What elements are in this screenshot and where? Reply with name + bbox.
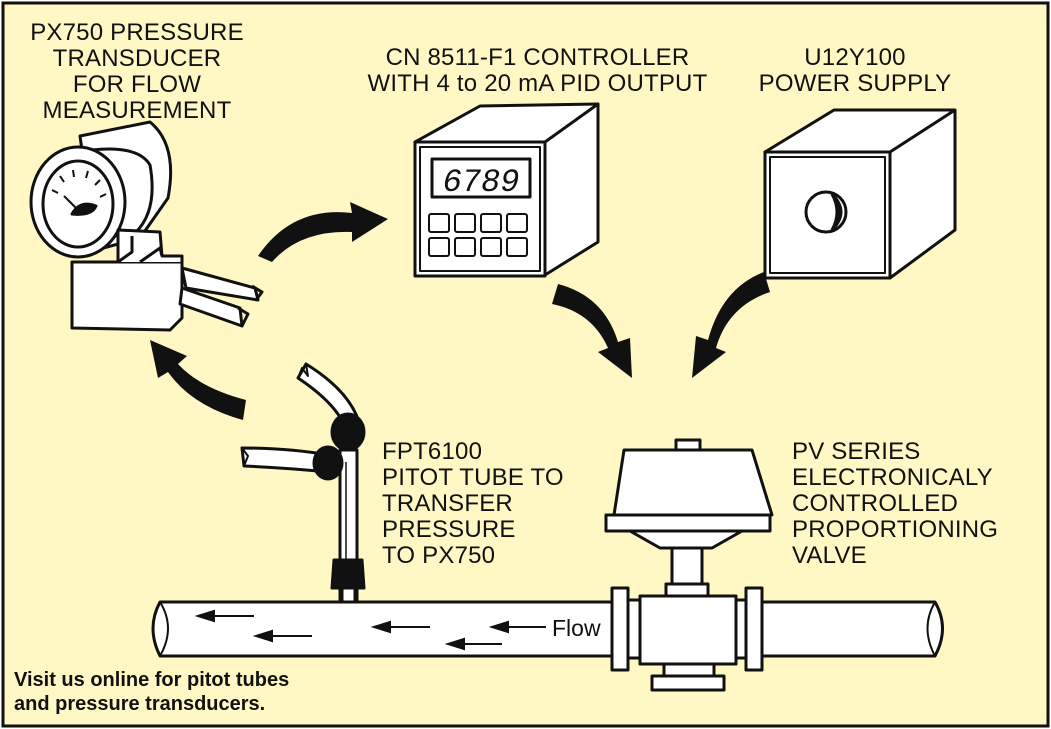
label-power-supply-line: POWER SUPPLY (758, 70, 952, 97)
arrow-transducer-to-controller (258, 202, 388, 262)
label-pitot-tube-line: TO PX750 (382, 542, 496, 569)
label-pitot-tube-line: PITOT TUBE TO (382, 464, 564, 491)
label-controller: CN 8511-F1 CONTROLLER WITH 4 to 20 mA PI… (340, 45, 735, 97)
valve-illustration (604, 438, 774, 600)
arrow-power-to-valve (692, 272, 770, 378)
label-valve-line: ELECTRONICALY (792, 464, 993, 491)
valve-body (638, 594, 738, 666)
footer-note-line: and pressure transducers. (14, 693, 266, 715)
pipe-illustration (151, 586, 944, 692)
controller-illustration: 6789 (413, 102, 600, 278)
pipe-flow-arrows (194, 609, 546, 651)
flow-arrows (150, 202, 770, 420)
label-valve-line: VALVE (792, 542, 867, 569)
label-pitot-tube-line: FPT6100 (382, 438, 483, 465)
label-valve: PV SERIES ELECTRONICALY CONTROLLED PROPO… (792, 439, 998, 569)
label-power-supply: U12Y100 POWER SUPPLY (735, 45, 975, 97)
label-power-supply-line: U12Y100 (804, 44, 906, 71)
pipe-body (151, 600, 944, 658)
label-valve-line: PV SERIES (792, 438, 921, 465)
label-controller-line: CN 8511-F1 CONTROLLER (385, 44, 690, 71)
pressure-transducer-illustration (29, 120, 264, 332)
controller-display-window (430, 157, 532, 199)
label-transducer-line: MEASUREMENT (42, 97, 232, 124)
label-transducer-line: PX750 PRESSURE (30, 19, 244, 46)
label-valve-line: PROPORTIONING (792, 516, 999, 543)
footer-note-line: Visit us online for pitot tubes (14, 669, 290, 691)
label-transducer-line: TRANSDUCER (52, 45, 222, 72)
label-controller-line: WITH 4 to 20 mA PID OUTPUT (367, 70, 708, 97)
power-supply-illustration (763, 108, 957, 280)
label-transducer-line: FOR FLOW (72, 71, 202, 98)
pipe-flow-label: Flow (552, 615, 601, 641)
arrow-pitot-to-transducer (150, 340, 246, 420)
label-pitot-tube-line: PRESSURE (382, 516, 516, 543)
label-transducer: PX750 PRESSURE TRANSDUCER FOR FLOW MEASU… (12, 20, 262, 124)
label-valve-line: CONTROLLED (792, 490, 959, 517)
arrow-controller-to-valve (552, 284, 632, 378)
label-pitot-tube: FPT6100 PITOT TUBE TO TRANSFER PRESSURE … (382, 439, 564, 569)
valve-actuator-dome (612, 448, 774, 517)
controller-display-readout: 6789 (443, 164, 520, 201)
label-pitot-tube-line: TRANSFER (382, 490, 513, 517)
footer-note: Visit us online for pitot tubes and pres… (14, 668, 289, 716)
valve-base (650, 674, 726, 692)
